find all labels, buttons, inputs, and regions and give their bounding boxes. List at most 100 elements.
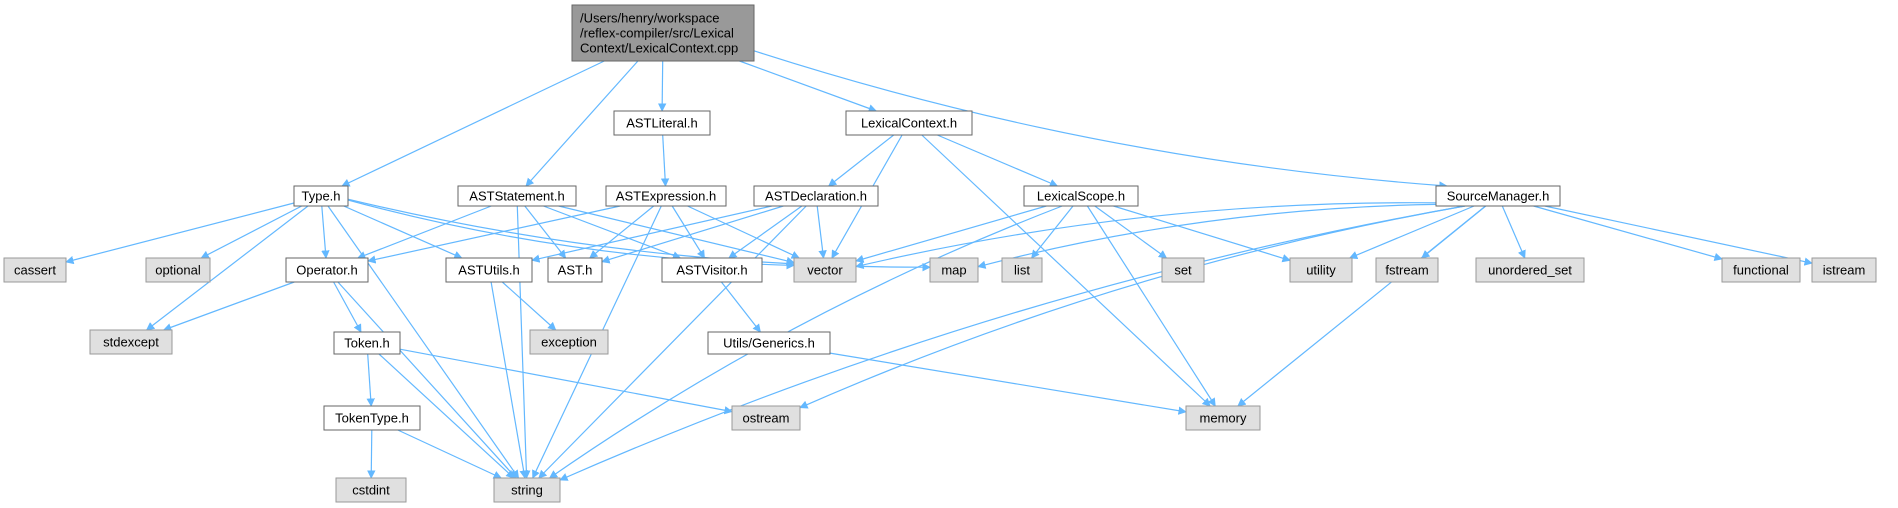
node-fstream: fstream (1375, 257, 1439, 283)
node-ast-h[interactable]: AST.h (547, 257, 603, 283)
node-box (529, 329, 609, 355)
node-astdeclaration-h[interactable]: ASTDeclaration.h (753, 185, 879, 207)
node-astutils-h[interactable]: ASTUtils.h (445, 257, 533, 283)
edge-lexicalcontext_h-to-lexicalscope_h (937, 134, 1059, 187)
node-box (3, 257, 67, 283)
node-list: list (1001, 257, 1043, 283)
node-label: fstream (1385, 263, 1428, 278)
node-label: functional (1733, 263, 1789, 278)
node-label: ASTExpression.h (616, 189, 716, 204)
edge-astdeclaration_h-to-astvisitor_h (728, 205, 803, 259)
node-label: istream (1823, 263, 1866, 278)
edge-sourcemanager_h-to-memory (1237, 205, 1486, 407)
node-astliteral-h[interactable]: ASTLiteral.h (613, 110, 711, 136)
edge-sourcemanager_h-to-map (977, 203, 1437, 269)
node-box (1001, 257, 1043, 283)
node-astvisitor-h[interactable]: ASTVisitor.h (661, 257, 763, 283)
node-box (445, 257, 533, 283)
edge-tokentype_h-to-string (397, 429, 502, 479)
edge-astexpression_h-to-astvisitor_h (671, 205, 706, 259)
node-label: map (941, 263, 966, 278)
edge-lexicalcontext_h-to-memory (921, 134, 1211, 407)
node-label: ASTDeclaration.h (765, 189, 867, 204)
node-box (1811, 257, 1877, 283)
node-box (707, 331, 831, 355)
edge-operator_h-to-token_h (333, 281, 362, 333)
node-label: LexicalContext.h (861, 116, 957, 131)
edge-lexicalscope_h-to-string (548, 205, 1063, 479)
edge-type_h-to-stdexcept (145, 205, 309, 331)
node-unordered-set: unordered_set (1475, 257, 1585, 283)
edges-layer (65, 50, 1813, 481)
edge-type_h-to-string (327, 205, 520, 479)
node-label: SourceManager.h (1447, 189, 1550, 204)
node-box (1721, 257, 1801, 283)
node-aststatement-h[interactable]: ASTStatement.h (457, 185, 577, 207)
node-label: ASTLiteral.h (626, 116, 698, 131)
node-box (1023, 185, 1139, 207)
node-box (1161, 257, 1205, 283)
node-label: utility (1306, 263, 1336, 278)
node-token-h[interactable]: Token.h (333, 331, 401, 355)
node-label: memory (1200, 411, 1247, 426)
node-label: Context/LexicalContext.cpp (580, 41, 738, 56)
edge-astexpression_h-to-vector (687, 205, 800, 259)
node-box (333, 331, 401, 355)
node-utility: utility (1289, 257, 1353, 283)
node-lexicalscope-h[interactable]: LexicalScope.h (1023, 185, 1139, 207)
node-box (1289, 257, 1353, 283)
edge-lexicalcontext_cpp-to-type_h (341, 60, 605, 187)
node-box (1435, 185, 1561, 207)
node-label: list (1014, 263, 1030, 278)
node-box (335, 477, 407, 503)
node-memory: memory (1185, 405, 1261, 431)
node-operator-h[interactable]: Operator.h (285, 257, 369, 283)
node-box (285, 257, 369, 283)
node-label: optional (155, 263, 201, 278)
node-sourcemanager-h[interactable]: SourceManager.h (1435, 185, 1561, 207)
node-box (145, 257, 211, 283)
node-label: ASTVisitor.h (676, 263, 747, 278)
edge-aststatement_h-to-string (516, 205, 531, 479)
node-lexicalcontext-cpp[interactable]: /Users/henry/workspace/reflex-compiler/s… (571, 4, 755, 62)
edge-type_h-to-vector (347, 199, 795, 270)
edge-token_h-to-tokentype_h (366, 353, 375, 407)
node-label: Operator.h (296, 263, 357, 278)
node-box (793, 257, 857, 283)
edge-lexicalscope_h-to-utility (1113, 205, 1291, 263)
node-box (1185, 405, 1261, 431)
node-label: stdexcept (103, 335, 159, 350)
node-box (605, 185, 727, 207)
node-tokentype-h[interactable]: TokenType.h (323, 405, 421, 431)
edge-aststatement_h-to-astvisitor_h (543, 205, 682, 260)
edge-astutils_h-to-string (490, 281, 528, 479)
edge-sourcemanager_h-to-string (559, 205, 1466, 481)
node-label: Token.h (344, 336, 390, 351)
edge-sourcemanager_h-to-unordered_set (1501, 205, 1526, 259)
node-box (1375, 257, 1439, 283)
node-label: unordered_set (1488, 263, 1572, 278)
node-box (571, 4, 755, 62)
edge-token_h-to-string (378, 353, 515, 479)
edge-utils_generics_h-to-memory (829, 352, 1187, 415)
edge-type_h-to-astutils_h (343, 205, 463, 259)
node-label: /reflex-compiler/src/Lexical (580, 26, 734, 41)
node-astexpression-h[interactable]: ASTExpression.h (605, 185, 727, 207)
node-box (731, 405, 801, 431)
node-label: /Users/henry/workspace (580, 11, 719, 26)
node-type-h[interactable]: Type.h (293, 185, 349, 207)
node-functional: functional (1721, 257, 1801, 283)
edge-token_h-to-ostream (399, 348, 733, 415)
node-label: ASTStatement.h (469, 189, 564, 204)
node-utils-generics-h[interactable]: Utils/Generics.h (707, 331, 831, 355)
node-set: set (1161, 257, 1205, 283)
edge-astexpression_h-to-operator_h (367, 205, 621, 264)
node-box (457, 185, 577, 207)
edge-lexicalcontext_h-to-astdeclaration_h (828, 134, 895, 187)
edge-lexicalscope_h-to-list (1031, 205, 1074, 259)
edge-astdeclaration_h-to-vector (816, 205, 827, 259)
edge-astdeclaration_h-to-astutils_h (531, 205, 772, 263)
node-label: AST.h (558, 263, 593, 278)
node-cstdint: cstdint (335, 477, 407, 503)
node-lexicalcontext-h[interactable]: LexicalContext.h (845, 110, 973, 136)
